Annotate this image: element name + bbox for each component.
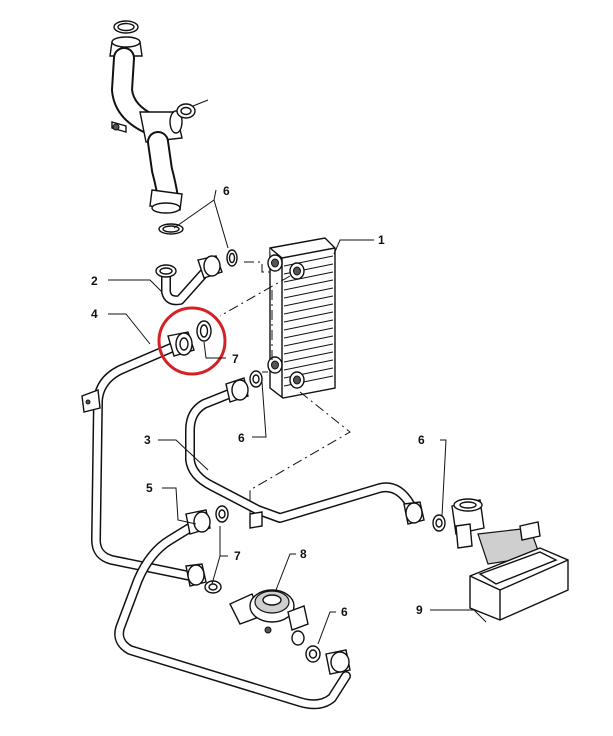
pipe-4 bbox=[81, 320, 222, 594]
callout-9: 9 bbox=[416, 603, 423, 617]
highlight-circle bbox=[157, 306, 227, 376]
callout-1: 1 bbox=[378, 233, 385, 247]
callout-6-middle: 6 bbox=[238, 431, 245, 445]
pump-9 bbox=[451, 498, 569, 621]
callout-7-lower: 7 bbox=[234, 549, 241, 563]
callout-6-right: 6 bbox=[418, 433, 425, 447]
top-inlet-pipe bbox=[109, 20, 209, 235]
pipe-3 bbox=[185, 370, 446, 532]
callouts: 1 2 3 4 5 6 6 6 6 7 7 8 9 bbox=[91, 184, 425, 619]
leader-lines bbox=[108, 189, 487, 645]
callout-4: 4 bbox=[91, 307, 98, 321]
pipe-5 bbox=[114, 505, 351, 710]
callout-6-bottom: 6 bbox=[341, 605, 348, 619]
callout-6-top: 6 bbox=[223, 184, 230, 198]
callout-3: 3 bbox=[144, 433, 151, 447]
callout-2: 2 bbox=[91, 274, 98, 288]
pipe-2 bbox=[155, 249, 238, 306]
callout-7-upper: 7 bbox=[232, 352, 239, 366]
filter-8 bbox=[229, 589, 309, 646]
callout-5: 5 bbox=[146, 481, 153, 495]
plate-heat-exchanger-1 bbox=[267, 237, 336, 399]
callout-8: 8 bbox=[300, 547, 307, 561]
